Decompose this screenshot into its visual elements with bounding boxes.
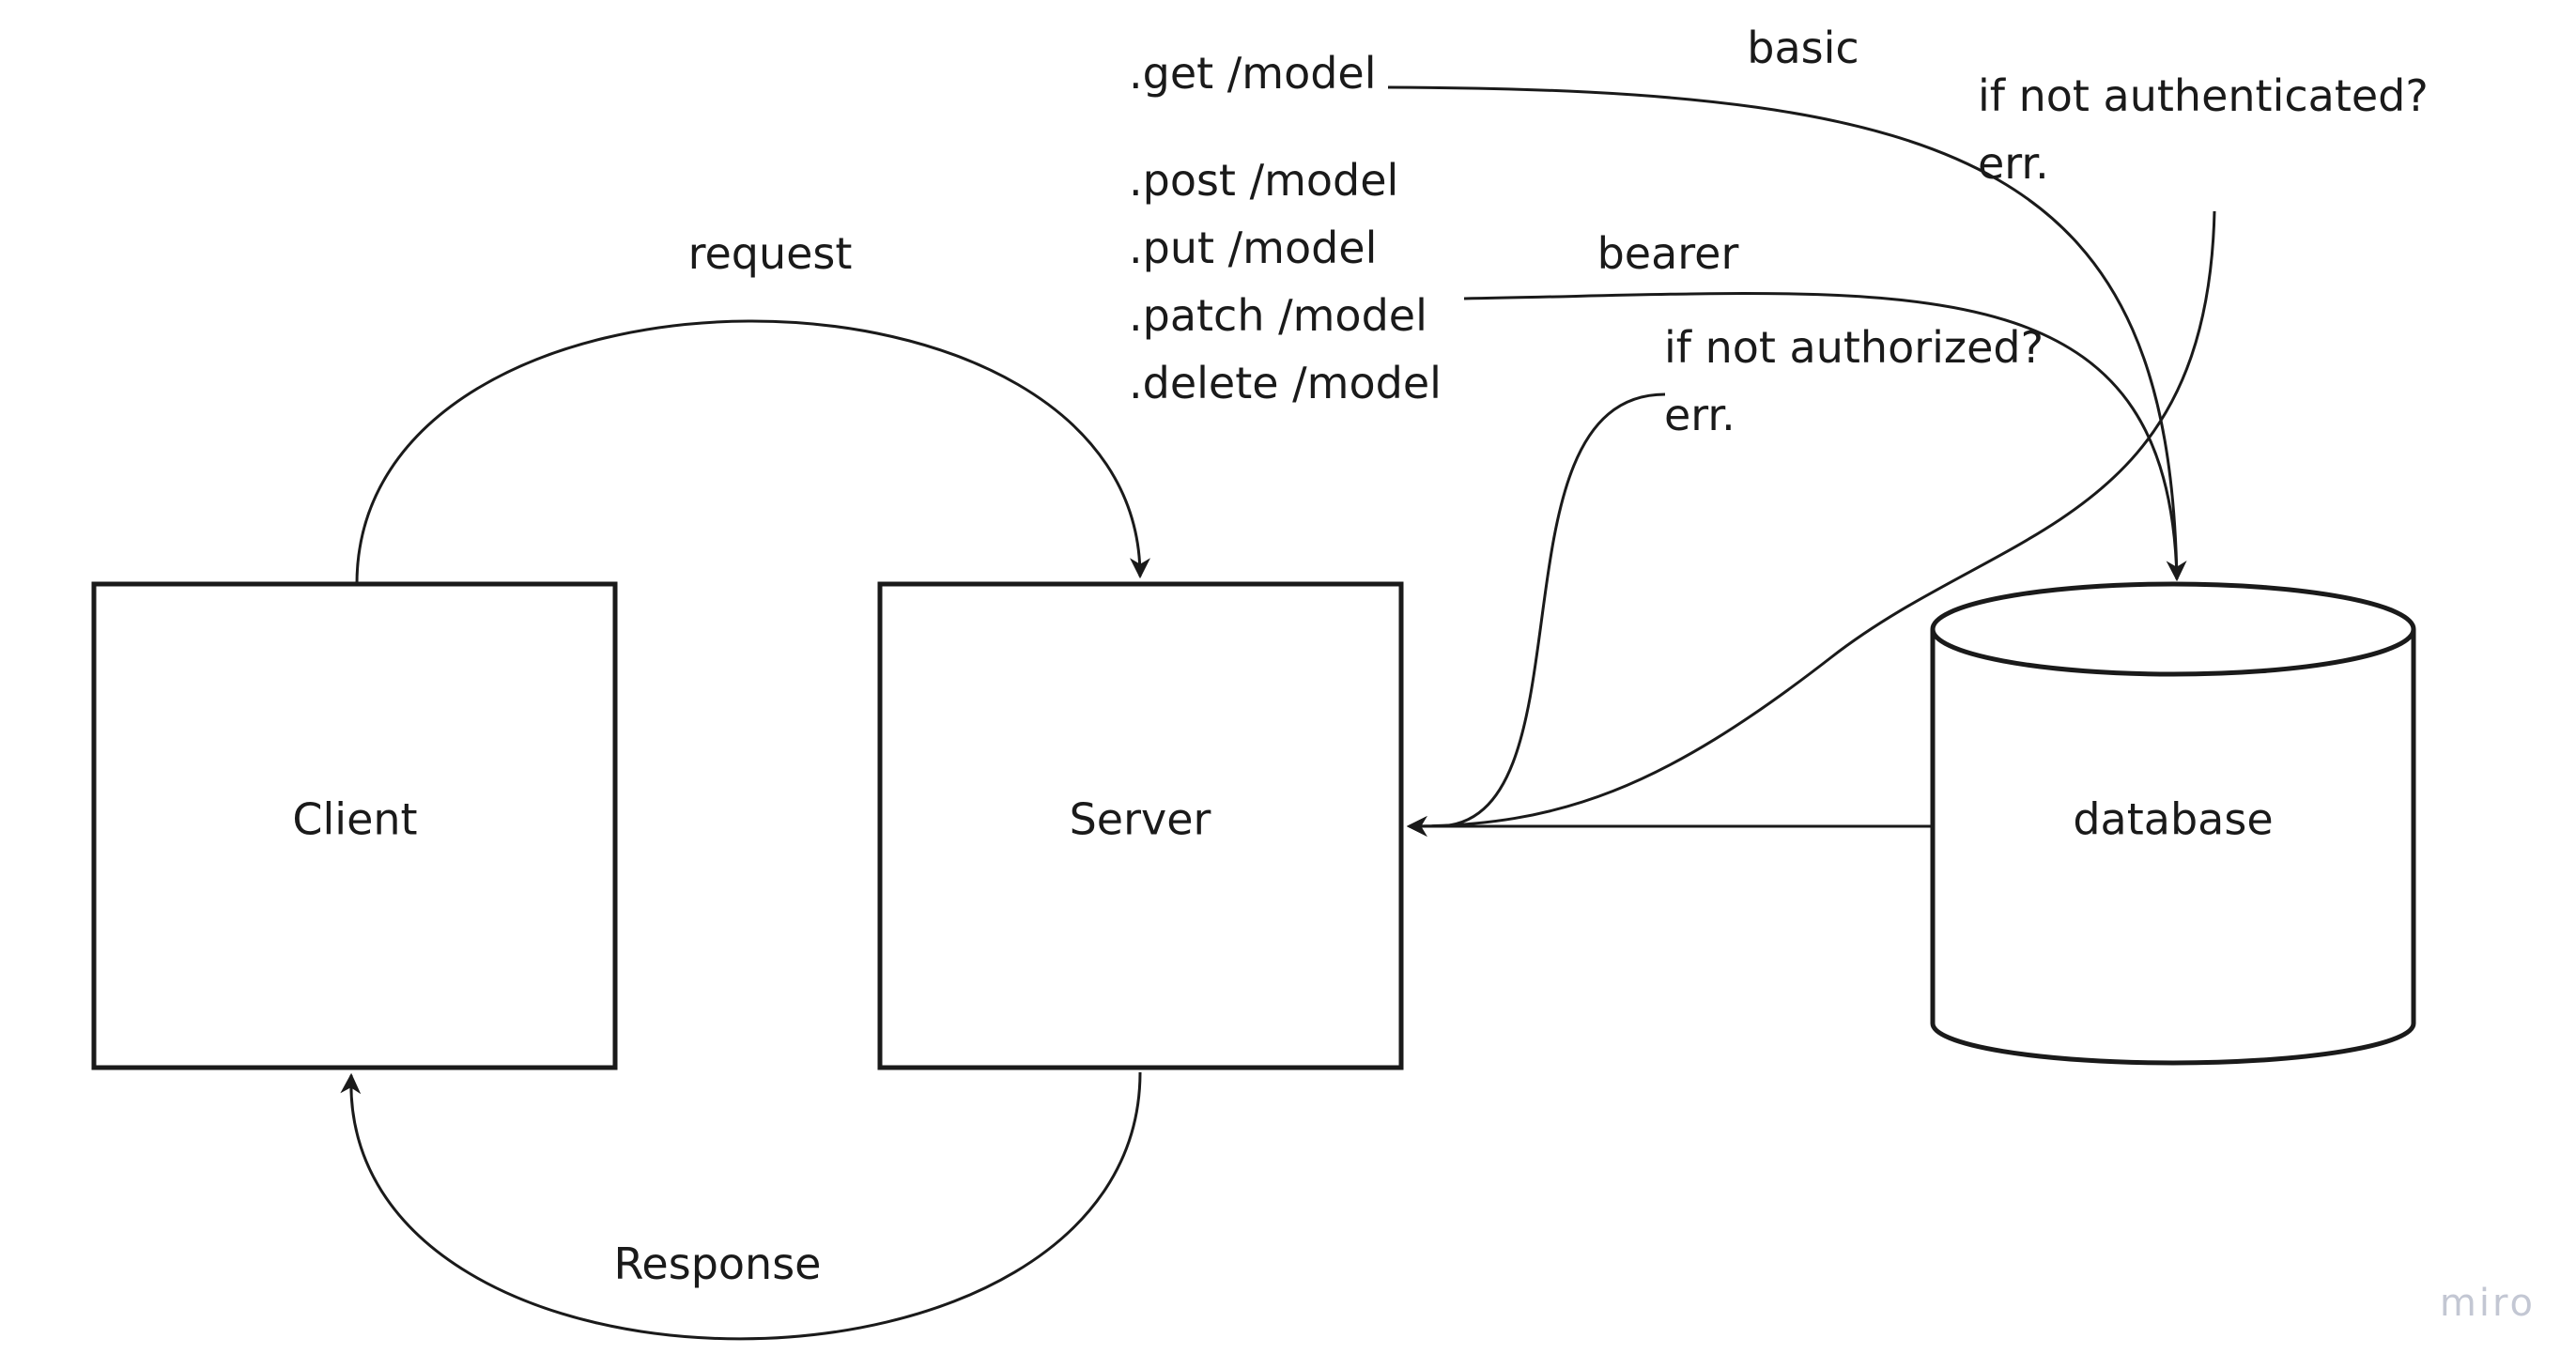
request-edge	[355, 319, 1150, 585]
miro-watermark: miro	[2440, 1282, 2536, 1325]
database-cylinder	[1930, 581, 2416, 1066]
server-label: Server	[1070, 794, 1211, 845]
client-box	[91, 581, 618, 1070]
authenticated-err: err.	[1978, 138, 2049, 189]
database-label: database	[2073, 794, 2273, 845]
authorized-question: if not authorized?	[1664, 322, 2044, 373]
server-box	[877, 581, 1404, 1070]
bearer-label: bearer	[1597, 228, 1739, 279]
route-patch: .patch /model	[1129, 290, 1427, 341]
basic-label: basic	[1747, 23, 1859, 73]
authenticated-question: if not authenticated?	[1978, 70, 2429, 121]
request-label: request	[688, 228, 853, 279]
route-post: .post /model	[1129, 155, 1398, 206]
client-label: Client	[292, 794, 417, 845]
response-label: Response	[614, 1238, 822, 1289]
route-get: .get /model	[1129, 48, 1377, 99]
route-put: .put /model	[1129, 223, 1377, 273]
authorized-err: err.	[1664, 390, 1735, 440]
route-delete: .delete /model	[1129, 358, 1442, 408]
basic-edge	[1387, 85, 2187, 582]
bearer-edge	[1463, 291, 2179, 580]
authenticated-error-edge	[1406, 210, 2216, 837]
authorized-error-edge	[1436, 392, 1666, 828]
response-edge	[340, 1071, 1142, 1341]
